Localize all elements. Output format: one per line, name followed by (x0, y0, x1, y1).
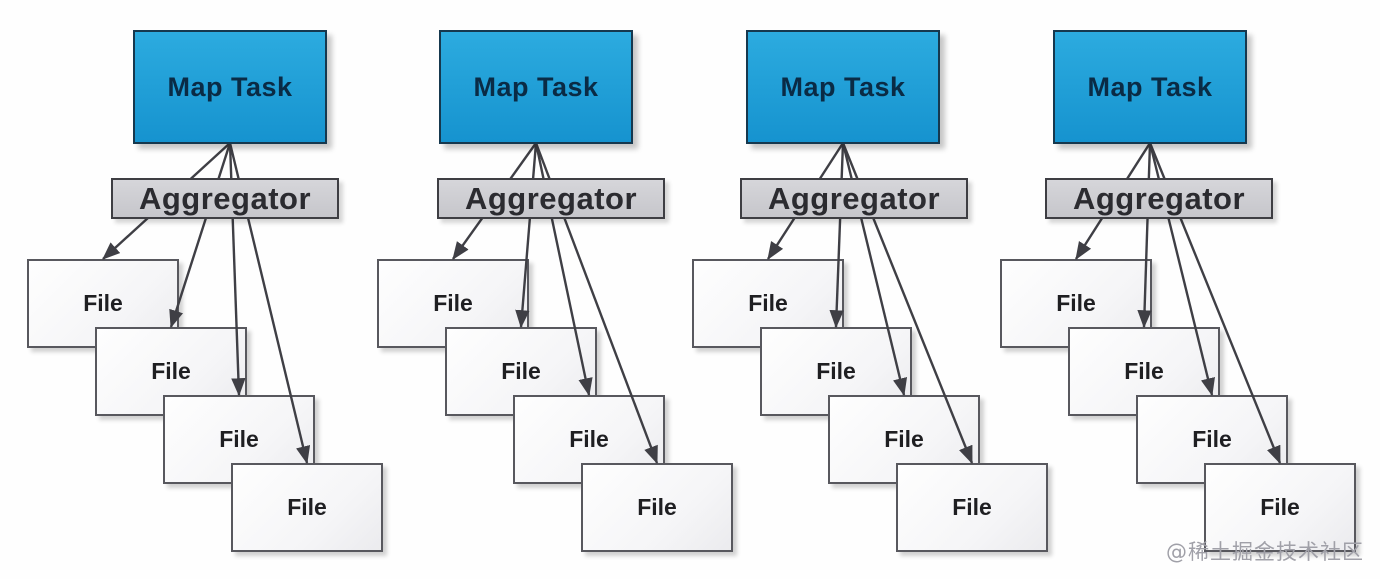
aggregator-box: Aggregator (740, 178, 968, 219)
map-task-box: Map Task (1053, 30, 1247, 144)
watermark: @稀土掘金技术社区 (1166, 540, 1364, 564)
aggregator-box: Aggregator (437, 178, 665, 219)
file-box: File (896, 463, 1048, 552)
map-task-box: Map Task (439, 30, 633, 144)
aggregator-box: Aggregator (1045, 178, 1273, 219)
map-task-box: Map Task (746, 30, 940, 144)
aggregator-box: Aggregator (111, 178, 339, 219)
map-task-box: Map Task (133, 30, 327, 144)
file-box: File (581, 463, 733, 552)
